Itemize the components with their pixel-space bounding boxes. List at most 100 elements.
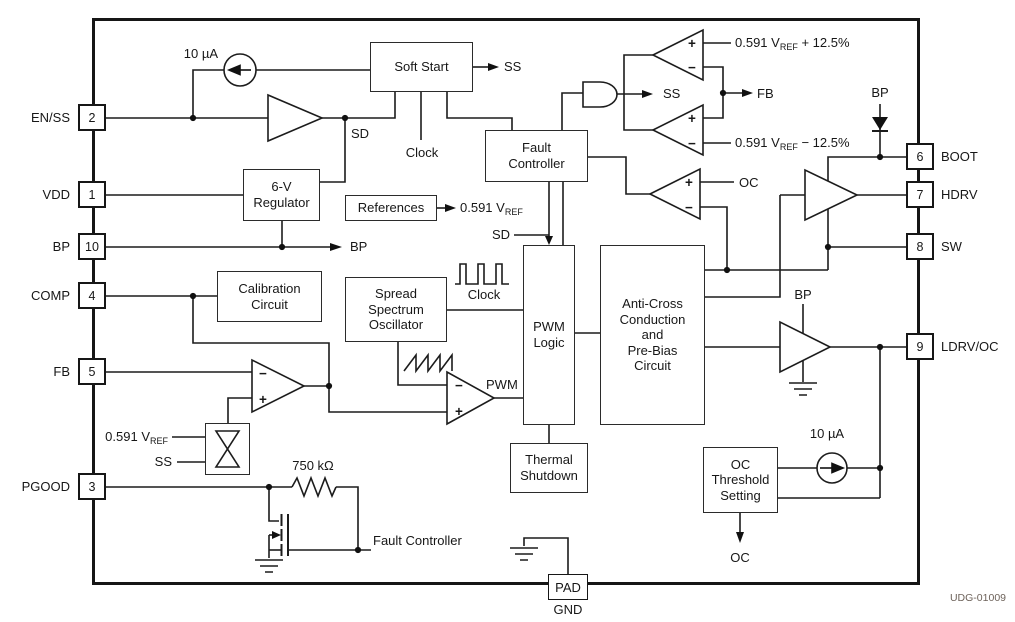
- polarity-signs: + − + − + − − + − +: [259, 36, 696, 419]
- arrowhead: [545, 236, 553, 245]
- bp-ldrv-label: BP: [794, 287, 812, 302]
- minus-sign: −: [259, 366, 267, 381]
- wire-fet-drain: [268, 487, 279, 522]
- clock-waveform-icon: [455, 263, 509, 285]
- clock-wave-label: Clock: [467, 287, 501, 302]
- clock-stub-label: Clock: [405, 145, 439, 160]
- symbols: [223, 28, 859, 484]
- and-gate-icon: [582, 81, 618, 108]
- pin-label-gnd: GND: [553, 602, 583, 617]
- wire-occomp-minus: [700, 206, 728, 270]
- wire-fc-to-and: [561, 92, 583, 130]
- soft-start-block: Soft Start: [370, 42, 473, 92]
- ref-ss-mux-block: [205, 423, 250, 475]
- vref-minus-label: 0.591 VREF − 12.5%: [735, 135, 850, 152]
- wire-softstart-to-fc: [446, 92, 513, 130]
- diode-icon: [872, 117, 888, 130]
- softstart-ss-label: SS: [504, 59, 522, 74]
- plus-sign: +: [685, 175, 693, 190]
- error-amp-icon: [251, 358, 306, 414]
- pwm-label: PWM: [486, 377, 518, 392]
- en-current-source-label: 10 µA: [183, 46, 218, 61]
- fault-controller-block: Fault Controller: [485, 130, 588, 182]
- arrowhead: [226, 64, 241, 76]
- node-dot: [278, 243, 286, 251]
- hdrv-driver-icon: [804, 168, 859, 222]
- oc-current-source-label: 10 µA: [809, 426, 845, 441]
- ground-icon: [789, 382, 817, 396]
- calibration-block: Calibration Circuit: [217, 271, 322, 322]
- node-dot: [189, 114, 197, 122]
- wires: [106, 42, 906, 574]
- node-dot: [876, 343, 884, 351]
- node-dot: [723, 266, 731, 274]
- pin-label-bp: BP: [52, 239, 70, 254]
- node-dot: [719, 89, 727, 97]
- sd-buffer-label: SD: [351, 126, 370, 141]
- pin-box-pgood: 3: [78, 473, 106, 500]
- minus-sign: −: [688, 60, 696, 75]
- node-dot: [341, 114, 349, 122]
- pin-label-sw: SW: [941, 239, 962, 254]
- arrowhead: [742, 89, 753, 97]
- wire-fc-to-occomp: [588, 156, 650, 195]
- pin-box-enss: 2: [78, 104, 106, 131]
- pwm-logic-block: PWM Logic: [523, 245, 575, 425]
- pin-number: 4: [88, 288, 96, 303]
- plus-sign: +: [259, 392, 267, 407]
- pin-number: 1: [88, 187, 96, 202]
- node-dot: [265, 483, 273, 491]
- node-dot: [189, 292, 197, 300]
- pin-label-fb: FB: [53, 364, 70, 379]
- cs-arrows: [226, 64, 846, 474]
- plus-sign: +: [688, 36, 696, 51]
- sd-pwm-label: SD: [491, 227, 510, 242]
- pin-number: 7: [916, 187, 924, 202]
- wire-sd-to-regulator: [320, 118, 346, 183]
- pin-box-vdd: 1: [78, 181, 106, 208]
- wire-res-down: [336, 486, 359, 550]
- wire-to-current-source: [192, 69, 224, 118]
- pin-box-hdrv: 7: [906, 181, 934, 208]
- pin-box-comp: 4: [78, 282, 106, 309]
- thermal-shutdown-block: Thermal Shutdown: [510, 443, 588, 493]
- wire-pad-gnd: [523, 537, 569, 574]
- minus-sign: −: [685, 200, 693, 215]
- mux-ss-label: SS: [154, 454, 172, 469]
- wire-anticross-2: [705, 195, 781, 298]
- pin-box-bp: 10: [78, 233, 106, 260]
- wire-buffer-out: [322, 92, 396, 119]
- bp-out-label: BP: [350, 239, 368, 254]
- pin-box-sw: 8: [906, 233, 934, 260]
- pin-label-ldrv: LDRV/OC: [941, 339, 999, 354]
- vref-plus-label: 0.591 VREF + 12.5%: [735, 35, 850, 52]
- arrowhead: [330, 243, 342, 251]
- pin-number: PAD: [555, 579, 581, 595]
- plus-sign: +: [688, 111, 696, 126]
- arrowhead: [272, 531, 281, 539]
- wire-sso-ramp: [397, 342, 447, 386]
- anti-cross-block: Anti-Cross Conduction and Pre-Bias Circu…: [600, 245, 705, 425]
- wire-comp-link: [623, 54, 653, 131]
- pin-number: 3: [88, 479, 96, 494]
- mux-icon: [214, 430, 241, 468]
- mux-vref-label: 0.591 VREF: [105, 429, 168, 446]
- bp-diode-label: BP: [871, 85, 889, 100]
- pin-label-vdd: VDD: [42, 187, 70, 202]
- oc-threshold-block: OC Threshold Setting: [703, 447, 778, 513]
- pin-box-fb: 5: [78, 358, 106, 385]
- node-dot: [824, 243, 832, 251]
- oc-comparator-label: OC: [739, 175, 759, 190]
- pwm-comparator-icon: [446, 370, 496, 426]
- and-ss-label: SS: [663, 86, 681, 101]
- plus-sign: +: [455, 404, 463, 419]
- pin-label-hdrv: HDRV: [941, 187, 978, 202]
- oc-comparator-icon: [648, 167, 701, 221]
- window-comparator-low-icon: [651, 103, 704, 157]
- vref-out-label: 0.591 VREF: [460, 200, 523, 217]
- node-dot: [876, 464, 884, 472]
- ground-icon: [510, 547, 538, 561]
- fault-controller-ref-label: Fault Controller: [373, 533, 462, 548]
- node-dot: [354, 546, 362, 554]
